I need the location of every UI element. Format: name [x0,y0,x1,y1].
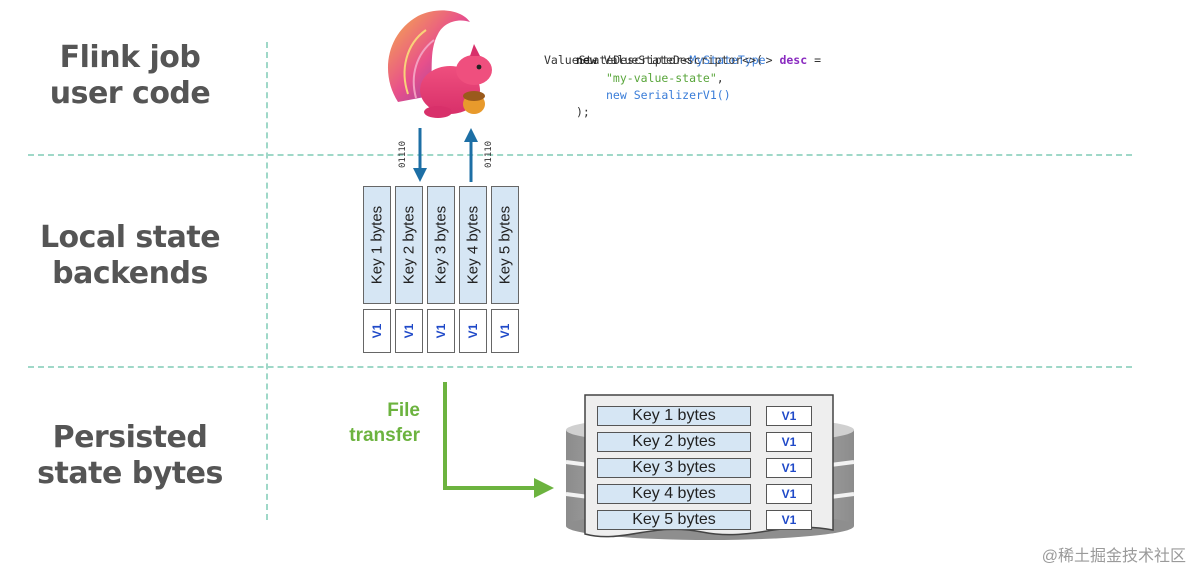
storage-key-row: Key 1 bytes [597,406,751,426]
version-label: V1 [466,323,480,339]
up-arrowhead [464,128,478,142]
row-label-local-state: Local state backends [0,220,260,292]
file-transfer-label: File transfer [300,398,420,448]
key-column-label: Key 3 bytes [432,205,450,285]
storage-key-row: Key 2 bytes [597,432,751,452]
code-line-4: new SerializerV1() [606,88,731,102]
version-cell: V1 [395,309,423,353]
down-arrowhead [413,168,427,182]
key-column: Key 1 bytes [363,186,391,304]
code-token: ValueStateDescriptor< [544,53,690,67]
version-cell: V1 [363,309,391,353]
file-transfer-arrow [443,382,554,498]
row-label-line: state bytes [37,456,223,491]
bits-label-right: 01110 [484,140,494,168]
code-snippet: ValueStateDescriptor<MyStateType> desc = [544,36,821,68]
code-token: , [716,71,724,85]
bits-label-left: 01110 [398,140,408,168]
code-line-5: ); [576,105,590,119]
version-cell: V1 [459,309,487,353]
version-cell: V1 [491,309,519,353]
version-label: V1 [370,323,384,339]
code-type-token: MyStateType [689,53,766,67]
row-label-line: Flink job [59,40,201,75]
key-column: Key 3 bytes [427,186,455,304]
row-label-line: Persisted [52,420,208,455]
row-label-line: user code [49,76,211,111]
serialize-arrows [413,128,478,182]
code-token: > [765,53,780,67]
key-column: Key 2 bytes [395,186,423,304]
horizontal-divider-bottom [28,366,1132,368]
storage-version-cell: V1 [766,458,812,478]
storage-version-cell: V1 [766,510,812,530]
flink-squirrel-logo [387,10,492,118]
code-string-token: "my-value-state" [606,71,717,85]
code-keyword-token: new [576,53,597,67]
key-column: Key 4 bytes [459,186,487,304]
version-cell: V1 [427,309,455,353]
version-label: V1 [434,323,448,339]
row-label-line: backends [52,256,208,291]
watermark: @稀土掘金技术社区 [1041,548,1186,565]
horizontal-divider-top [28,154,1132,156]
key-column: Key 5 bytes [491,186,519,304]
storage-key-row: Key 5 bytes [597,510,751,530]
code-variable-token: desc [779,53,808,67]
vertical-divider [266,42,268,520]
code-token: = [807,53,821,67]
key-column-label: Key 4 bytes [464,205,482,285]
code-line-2: new ValueStateDescriptor<>( [576,52,763,68]
version-label: V1 [498,323,512,339]
storage-version-cell: V1 [766,432,812,452]
version-label: V1 [402,323,416,339]
key-column-label: Key 5 bytes [496,205,514,285]
code-line-1: ValueStateDescriptor<MyStateType> desc = [544,53,821,67]
code-token: ValueStateDescriptor<>( [596,53,763,67]
code-line-3: "my-value-state", [606,70,724,86]
key-column-label: Key 2 bytes [400,205,418,285]
row-label-line: Local state [39,220,221,255]
storage-key-row: Key 4 bytes [597,484,751,504]
row-label-persisted: Persisted state bytes [0,420,260,492]
file-transfer-line: transfer [349,425,420,446]
row-label-user-code: Flink job user code [0,40,260,112]
file-transfer-line: File [387,400,420,421]
storage-version-cell: V1 [766,406,812,426]
storage-key-row: Key 3 bytes [597,458,751,478]
key-column-label: Key 1 bytes [368,205,386,285]
storage-version-cell: V1 [766,484,812,504]
